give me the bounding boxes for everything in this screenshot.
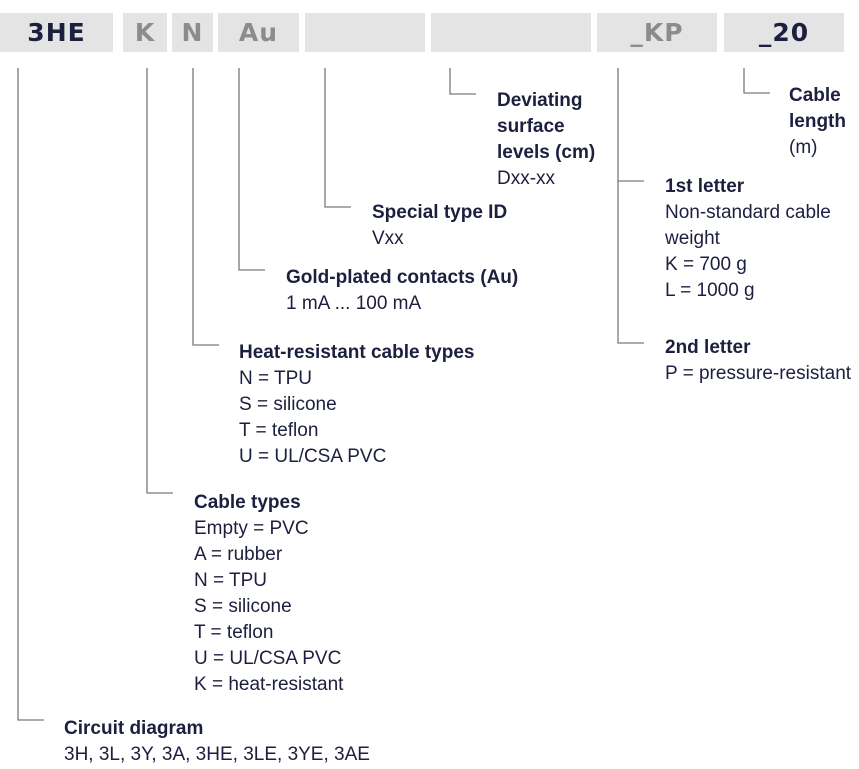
label-special-line: Vxx: [372, 228, 404, 249]
label-first-letter: 1st letter Non-standard cable weight K =…: [665, 174, 855, 304]
label-cable-types-line: T = teflon: [194, 622, 274, 643]
label-length: Cable length (m): [789, 83, 855, 161]
connector-length: [743, 68, 770, 94]
label-gold-title: Gold-plated contacts (Au): [286, 267, 519, 288]
label-length-line: (m): [789, 137, 818, 158]
label-cable-types-line: A = rubber: [194, 544, 283, 565]
label-second-letter-line: P = pressure-resistant: [665, 363, 852, 384]
connector-deviating: [449, 68, 476, 95]
label-first-letter-line: L = 1000 g: [665, 280, 755, 301]
label-circuit-title: Circuit diagram: [64, 718, 204, 739]
label-heat-cable-line: T = teflon: [239, 420, 319, 441]
label-length-title: Cable length: [789, 85, 846, 132]
label-heat-cable-line: U = UL/CSA PVC: [239, 446, 387, 467]
code-segment-circuit-text: 3HE: [27, 18, 86, 47]
label-circuit: Circuit diagram 3H, 3L, 3Y, 3A, 3HE, 3LE…: [64, 716, 444, 768]
connector-letters: [617, 68, 644, 344]
connector-cable-types: [146, 68, 173, 494]
label-cable-types-line: U = UL/CSA PVC: [194, 648, 342, 669]
label-cable-types-line: S = silicone: [194, 596, 292, 617]
label-heat-cable: Heat-resistant cable types N = TPU S = s…: [239, 340, 539, 470]
label-second-letter: 2nd letter P = pressure-resistant: [665, 335, 859, 387]
label-cable-types-title: Cable types: [194, 492, 301, 513]
code-segment-length-text: _20: [758, 18, 810, 47]
code-segment-letters-text: _KP: [630, 18, 684, 47]
label-circuit-line: 3H, 3L, 3Y, 3A, 3HE, 3LE, 3YE, 3AE: [64, 744, 370, 765]
connector-circuit: [17, 68, 44, 721]
connector-special: [324, 68, 351, 208]
label-heat-cable-line: S = silicone: [239, 394, 337, 415]
code-segment-circuit: 3HE: [0, 13, 113, 52]
code-segment-cable-type-text: K: [134, 18, 156, 47]
label-deviating-line: Dxx-xx: [497, 168, 556, 189]
code-segment-deviating: [431, 13, 591, 52]
label-special: Special type ID Vxx: [372, 200, 612, 252]
connector-gold: [238, 68, 265, 271]
code-segment-heat-cable: N: [172, 13, 213, 52]
label-first-letter-title: 1st letter: [665, 176, 745, 197]
code-segment-length: _20: [724, 13, 844, 52]
label-deviating: Deviating surface levels (cm) Dxx-xx: [497, 88, 617, 192]
label-heat-cable-title: Heat-resistant cable types: [239, 342, 475, 363]
label-cable-types: Cable types Empty = PVC A = rubber N = T…: [194, 490, 454, 698]
label-cable-types-line: K = heat-resistant: [194, 674, 344, 695]
label-cable-types-line: N = TPU: [194, 570, 268, 591]
code-segment-cable-type: K: [123, 13, 167, 52]
code-segment-special: [305, 13, 425, 52]
label-heat-cable-line: N = TPU: [239, 368, 313, 389]
connector-heat-cable: [192, 68, 219, 346]
label-special-title: Special type ID: [372, 202, 508, 223]
label-second-letter-title: 2nd letter: [665, 337, 751, 358]
label-gold-line: 1 mA ... 100 mA: [286, 293, 422, 314]
code-segment-gold: Au: [218, 13, 299, 52]
label-first-letter-line: Non-standard cable weight: [665, 202, 831, 249]
label-cable-types-line: Empty = PVC: [194, 518, 309, 539]
code-segment-gold-text: Au: [238, 18, 279, 47]
label-gold: Gold-plated contacts (Au) 1 mA ... 100 m…: [286, 265, 586, 317]
label-deviating-title: Deviating surface levels (cm): [497, 90, 596, 163]
code-segment-heat-cable-text: N: [181, 18, 204, 47]
code-segment-letters: _KP: [597, 13, 717, 52]
label-first-letter-line: K = 700 g: [665, 254, 747, 275]
